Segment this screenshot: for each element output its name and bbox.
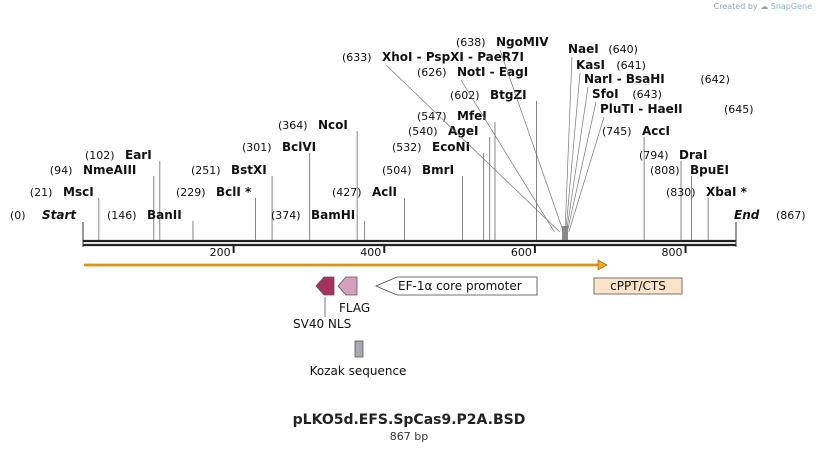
cut-site-line [499, 49, 564, 233]
cut-site-position: (794) [639, 149, 669, 162]
cut-site-position: (94) [50, 164, 73, 177]
cut-site-name[interactable]: KasI [576, 58, 605, 72]
sv40-nls-label: SV40 NLS [293, 317, 351, 331]
construct-title: pLKO5d.EFS.SpCas9.P2A.BSD [292, 412, 526, 428]
cut-site-name[interactable]: NgoMIV [496, 35, 549, 49]
cut-site-position: (547) [417, 110, 447, 123]
cut-site-name[interactable]: XhoI - PspXI - PaeR7I [382, 50, 524, 64]
cut-site-position: (640) [608, 43, 638, 56]
cut-site-name[interactable]: SfoI [592, 87, 619, 101]
start-position-label: (0) [10, 209, 26, 222]
cppt-cts-label: cPPT/CTS [610, 279, 666, 293]
cut-site-cluster [562, 226, 569, 240]
cut-site-position: (374) [271, 209, 301, 222]
snapgene-logo-icon: ☁ [760, 2, 769, 11]
cut-site-name[interactable]: BmrI [422, 163, 454, 177]
cut-site-position: (645) [724, 103, 754, 116]
ruler-tick-label: 800 [662, 246, 683, 259]
cut-site-position: (830) [666, 186, 696, 199]
cut-site-position: (745) [602, 125, 632, 138]
cut-site-name[interactable]: BclVI [282, 140, 316, 154]
cut-site-position: (364) [278, 119, 308, 132]
cut-site-name[interactable]: MscI [63, 185, 94, 199]
cut-site-position: (504) [382, 164, 412, 177]
cut-site-name[interactable]: BstXI [231, 163, 267, 177]
cut-site-name[interactable]: BanII [147, 208, 182, 222]
flag-feature[interactable] [337, 276, 358, 296]
ruler-tick-label: 600 [511, 246, 532, 259]
cut-site-position: (540) [408, 125, 438, 138]
cut-site-name[interactable]: XbaI * [706, 185, 748, 199]
cut-site-line [565, 72, 581, 233]
cut-site-position: (643) [632, 88, 662, 101]
cut-site-name[interactable]: BamHI [311, 208, 355, 222]
cut-site-name[interactable]: NmeAIII [83, 163, 136, 177]
cut-site-name[interactable]: BpuEI [690, 163, 729, 177]
cut-site-position: (626) [417, 66, 447, 79]
orf-arrow-head [597, 259, 608, 271]
kozak-feature[interactable] [354, 340, 364, 358]
cut-site-name[interactable]: BtgZI [490, 88, 527, 102]
cut-site-name[interactable]: NaeI [568, 42, 599, 56]
cut-site-position: (602) [450, 89, 480, 102]
cut-site-position: (642) [700, 73, 730, 86]
cut-site-name[interactable]: NcoI [318, 118, 348, 132]
cut-site-line [568, 116, 605, 233]
start-label: Start [42, 208, 77, 222]
flag-label: FLAG [339, 301, 370, 315]
cut-site-name[interactable]: AgeI [448, 124, 478, 138]
cut-site-name[interactable]: MfeI [457, 109, 487, 123]
cut-site-line [564, 56, 573, 233]
cut-site-position: (229) [176, 186, 206, 199]
snapgene-brand: Created by ☁ SnapGene [714, 2, 812, 11]
cut-site-line [566, 86, 589, 233]
cppt-cts-feature[interactable] [593, 277, 683, 295]
cut-site-name[interactable]: BclI * [216, 185, 252, 199]
cut-site-position: (808) [650, 164, 680, 177]
cut-site-position: (427) [332, 186, 362, 199]
construct-length: 867 bp [389, 430, 429, 443]
cut-site-position: (532) [392, 141, 422, 154]
cut-site-position: (21) [30, 186, 53, 199]
cut-site-name[interactable]: AclI [372, 185, 397, 199]
cut-site-position: (146) [107, 209, 137, 222]
cut-site-position: (251) [191, 164, 221, 177]
cut-site-line [385, 64, 561, 233]
end-label: End [734, 208, 760, 222]
cut-site-name[interactable]: PluTI - HaeII [600, 102, 683, 116]
sv40-nls-feature[interactable] [315, 276, 335, 296]
cut-site-position: (638) [456, 36, 486, 49]
brand-prefix: Created by [713, 2, 758, 11]
brand-name: SnapGene [770, 2, 812, 11]
ruler-tick-label: 400 [360, 246, 381, 259]
kozak-label: Kozak sequence [310, 364, 407, 378]
cut-site-name[interactable]: NarI - BsaHI [584, 72, 665, 86]
cut-site-line [566, 101, 597, 233]
cut-site-position: (301) [242, 141, 272, 154]
cut-site-name[interactable]: EcoNI [432, 140, 470, 154]
cut-site-position: (102) [85, 149, 115, 162]
ef1a-promoter-feature[interactable] [374, 276, 538, 296]
cut-site-name[interactable]: EarI [125, 148, 152, 162]
cut-site-name[interactable]: AccI [642, 124, 670, 138]
cut-site-name[interactable]: DraI [679, 148, 707, 162]
ef1a-promoter-label: EF-1α core promoter [398, 279, 522, 293]
cut-site-position: (633) [342, 51, 372, 64]
end-position-label: (867) [776, 209, 806, 222]
cut-site-position: (641) [616, 59, 646, 72]
ruler-tick-label: 200 [210, 246, 231, 259]
cut-site-name[interactable]: NotI - EagI [457, 65, 528, 79]
cut-site-line [460, 79, 555, 233]
